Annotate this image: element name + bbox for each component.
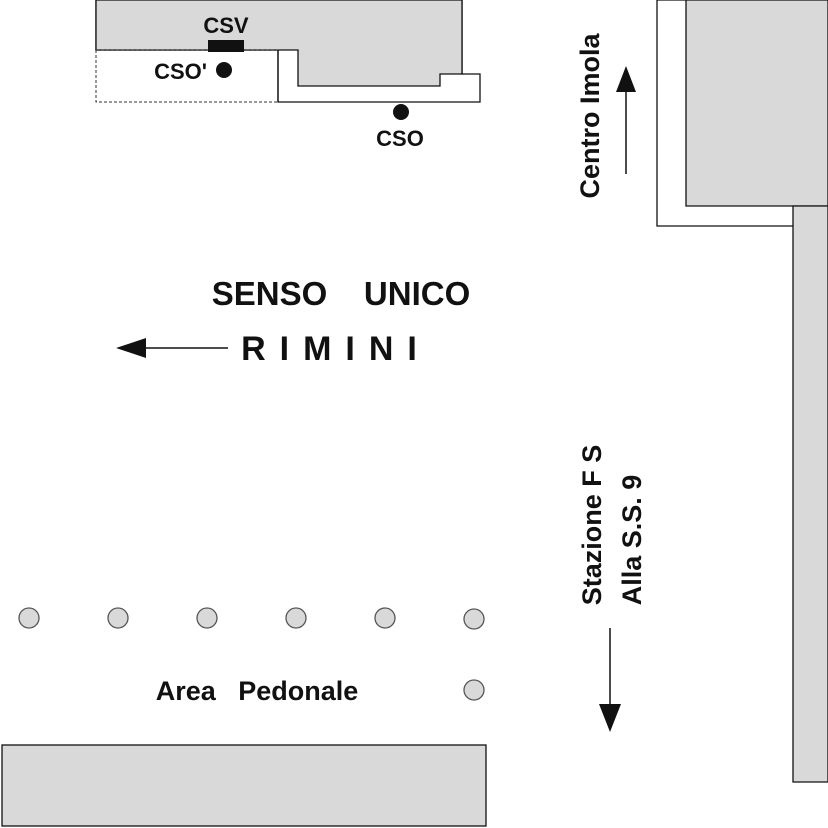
stazione-direction: Stazione F S Alla S.S. 9 — [577, 445, 647, 732]
cso-label: CSO — [376, 126, 424, 151]
bollard-icon — [463, 679, 485, 701]
cso-dot-icon — [393, 104, 409, 120]
bollard-row — [18, 607, 485, 701]
bollard-icon — [196, 607, 218, 629]
down-arrow-icon — [599, 704, 621, 732]
rimini-direction — [116, 338, 228, 358]
bollard-icon — [285, 607, 307, 629]
cso-prime-label: CSO' — [154, 59, 207, 84]
up-arrow-icon — [616, 66, 636, 92]
area-pedonale-label: Area Pedonale — [156, 676, 359, 706]
right-long-building — [792, 205, 828, 783]
alla-ss9-label: Alla S.S. 9 — [617, 475, 647, 606]
cso-prime-dot-icon — [216, 62, 232, 78]
bollard-icon — [18, 607, 40, 629]
left-arrow-icon — [116, 338, 146, 358]
right-building-group — [656, 0, 828, 783]
rimini-label: RIMINI — [241, 330, 431, 368]
top-building-group — [95, 0, 481, 103]
stazione-fs-label: Stazione F S — [577, 445, 607, 606]
bollard-icon — [463, 608, 485, 630]
senso-unico-label: SENSO UNICO — [212, 275, 471, 312]
bollard-icon — [107, 607, 129, 629]
bottom-building — [1, 744, 487, 827]
centro-imola-label: Centro Imola — [575, 33, 605, 199]
csv-label: CSV — [203, 13, 249, 38]
csv-marker-icon — [208, 40, 244, 52]
bollard-icon — [374, 607, 396, 629]
centro-imola-direction: Centro Imola — [575, 33, 636, 199]
right-upper-building — [685, 0, 828, 207]
